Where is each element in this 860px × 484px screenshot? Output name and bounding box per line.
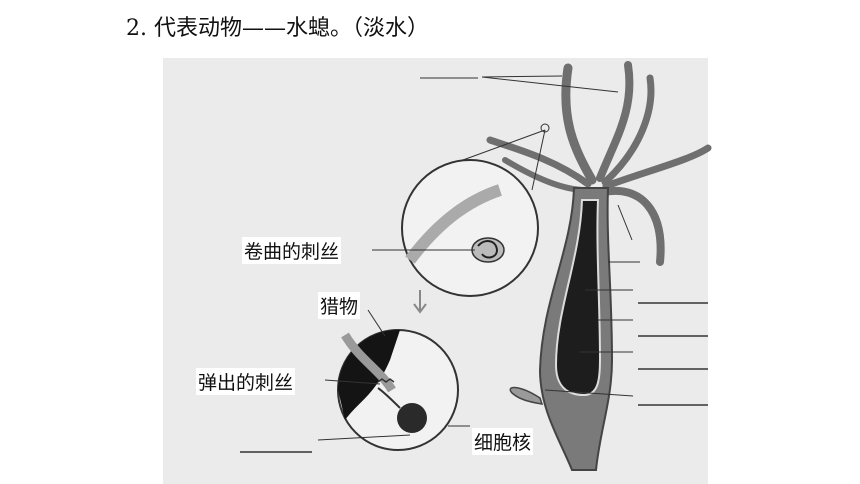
label-nucleus: 细胞核 [472,428,534,455]
down-arrow-icon [413,290,427,314]
bud [509,386,544,405]
magnified-coiled-cnidocyte [401,159,539,297]
connector-line [462,129,546,161]
connector-line [531,129,546,191]
source-marker [540,123,550,133]
magnified-discharged-cnidocyte [337,329,459,451]
page-title: 2. 代表动物——水螅。（淡水） [126,16,429,41]
label-prey: 猎物 [318,292,361,319]
label-ejected-thread: 弹出的刺丝 [196,368,296,395]
leader-lines [317,75,640,441]
answer-blanks [240,302,708,453]
tentacles [486,61,712,266]
gastric-cavity [554,199,602,397]
label-coiled-thread: 卷曲的刺丝 [242,237,342,264]
